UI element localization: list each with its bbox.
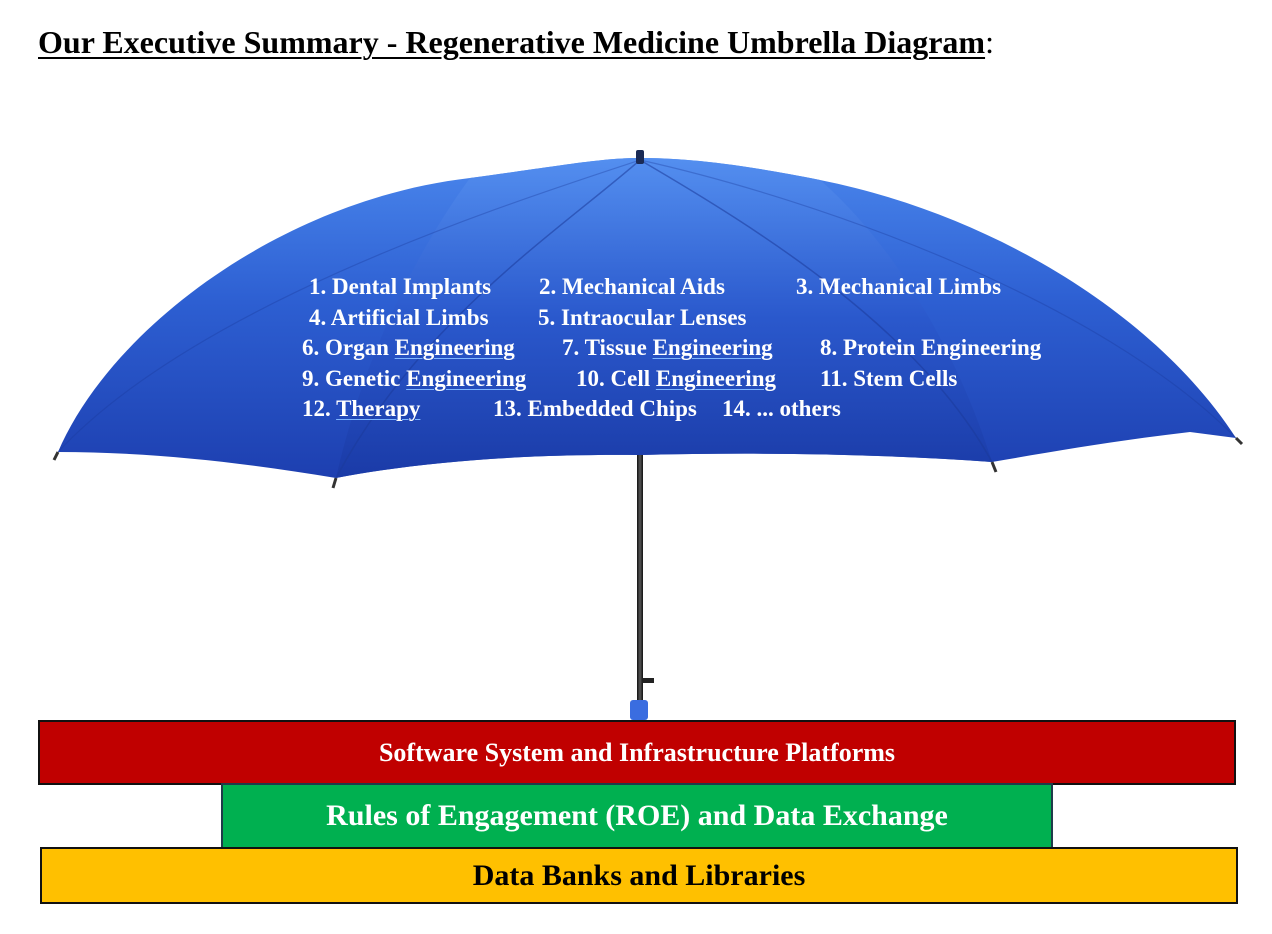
item-others: 14. ... others [722, 396, 841, 421]
item-stem-cells: 11. Stem Cells [820, 365, 958, 391]
umbrella-center-panel [336, 158, 992, 478]
umbrella-row: 9. Genetic Engineering 10. Cell Engineer… [300, 364, 1100, 395]
item-prefix: 12. [302, 396, 337, 421]
item-intraocular-lenses: 5. Intraocular Lenses [538, 304, 747, 330]
software-platforms-bar: Software System and Infrastructure Platf… [38, 720, 1236, 785]
item-cell-engineering: 10. Cell Engineering [576, 364, 776, 395]
item-underlined: Therapy [336, 396, 421, 421]
umbrella-shaft-clip [642, 678, 654, 683]
software-platforms-label: Software System and Infrastructure Platf… [378, 737, 896, 767]
item-therapy: 12. Therapy [302, 394, 420, 425]
item-underlined: Engineering [652, 335, 773, 360]
umbrella-rib [639, 159, 993, 463]
item-mechanical-aids: 2. Mechanical Aids [539, 274, 725, 299]
umbrella-row: 4. Artificial Limbs 5. Intraocular Lense… [300, 303, 1100, 334]
item-dental-implants: 1. Dental Implants [309, 274, 492, 299]
umbrella-rib-tip [1234, 436, 1244, 446]
roe-data-exchange-label: Rules of Engagement (ROE) and Data Excha… [326, 799, 948, 832]
umbrella-row: 6. Organ Engineering 7. Tissue Engineeri… [300, 333, 1100, 364]
umbrella-rib-tip [990, 461, 998, 473]
data-banks-bar: Data Banks and Libraries [40, 847, 1238, 904]
item-tissue-engineering: 7. Tissue Engineering [562, 333, 773, 364]
title-colon: : [985, 24, 994, 60]
title-text: Our Executive Summary - Regenerative Med… [38, 24, 986, 60]
data-banks-label: Data Banks and Libraries [472, 858, 806, 892]
umbrella-rib [57, 159, 641, 453]
item-prefix: 6. Organ [302, 335, 395, 360]
item-prefix: 9. Genetic [302, 365, 407, 391]
roe-data-exchange-bar: Rules of Engagement (ROE) and Data Excha… [221, 783, 1053, 849]
umbrella-row: 1. Dental Implants 2. Mechanical Aids 3.… [300, 272, 1100, 303]
item-genetic-engineering: 9. Genetic Engineering [302, 364, 526, 395]
item-underlined: Engineering [394, 335, 515, 360]
item-underlined: Engineering [655, 365, 776, 391]
item-protein-engineering: 8. Protein Engineering [820, 335, 1042, 360]
umbrella-rib-tip [331, 477, 338, 489]
umbrella-rib-tip [52, 451, 60, 461]
umbrella-rib [335, 159, 641, 479]
item-prefix: 10. Cell [576, 365, 656, 391]
umbrella-top-tip [636, 150, 644, 164]
item-organ-engineering: 6. Organ Engineering [302, 333, 515, 364]
umbrella-handle [630, 700, 648, 720]
umbrella-rib [639, 159, 1237, 439]
item-underlined: Engineering [406, 365, 527, 391]
umbrella-shaft [637, 440, 643, 702]
item-artificial-limbs: 4. Artificial Limbs [309, 304, 489, 330]
item-embedded-chips: 13. Embedded Chips [493, 396, 697, 421]
umbrella-item-list: 1. Dental Implants 2. Mechanical Aids 3.… [300, 272, 1100, 425]
page-title: Our Executive Summary - Regenerative Med… [38, 24, 994, 61]
umbrella-row: 12. Therapy 13. Embedded Chips 14. ... o… [300, 394, 1100, 425]
item-mechanical-limbs: 3. Mechanical Limbs [796, 274, 1002, 299]
item-prefix: 7. Tissue [562, 335, 653, 360]
